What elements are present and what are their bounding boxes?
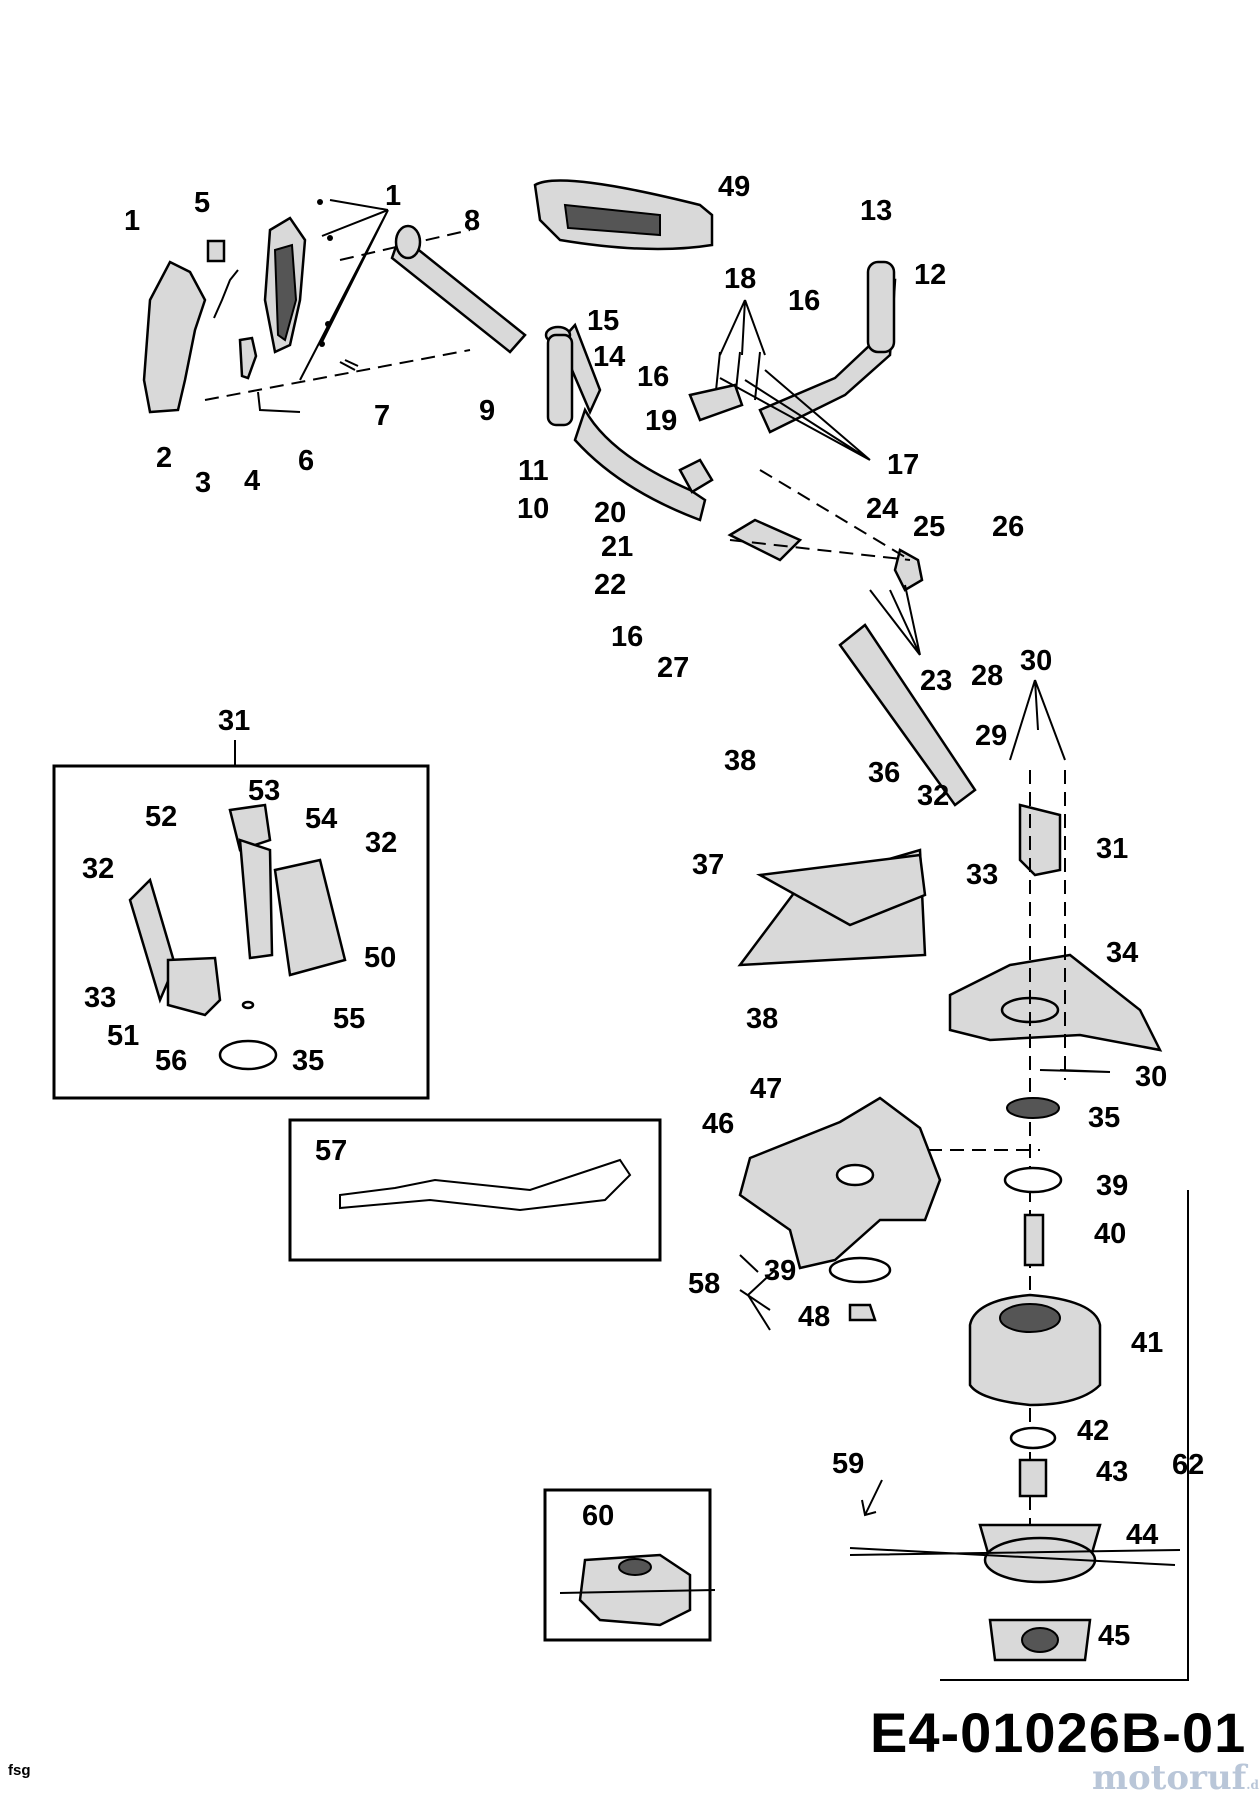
callout-21: 21 [601, 531, 633, 563]
callout-3: 3 [195, 467, 211, 499]
callout-41: 41 [1131, 1327, 1163, 1359]
callout-53: 53 [248, 775, 280, 807]
callout-35-main: 35 [1088, 1102, 1120, 1134]
callout-42: 42 [1077, 1415, 1109, 1447]
inset-gearhead [52, 740, 430, 1100]
callout-49: 49 [718, 171, 750, 203]
callout-27: 27 [657, 652, 689, 684]
callout-15: 15 [587, 305, 619, 337]
callout-44: 44 [1126, 1519, 1158, 1551]
callout-52: 52 [145, 801, 177, 833]
callout-55: 55 [333, 1003, 365, 1035]
callout-34: 34 [1106, 937, 1138, 969]
callout-6: 6 [298, 445, 314, 477]
callout-23: 23 [920, 665, 952, 697]
callout-46: 46 [702, 1108, 734, 1140]
callout-29: 29 [975, 720, 1007, 752]
callout-11: 11 [518, 455, 549, 487]
callout-7: 7 [374, 400, 390, 432]
callout-58: 58 [688, 1268, 720, 1300]
watermark-logo: motoruf.de [1092, 1758, 1259, 1798]
callout-16-top: 16 [788, 285, 820, 317]
callout-43: 43 [1096, 1456, 1128, 1488]
corner-tag: fsg [8, 1762, 31, 1779]
callout-39-left: 39 [764, 1255, 796, 1287]
callout-13: 13 [860, 195, 892, 227]
shaft-assembly-drawing [390, 179, 977, 807]
callout-45: 45 [1098, 1620, 1130, 1652]
leader-lines [299, 199, 1111, 1517]
callout-35-inset: 35 [292, 1045, 324, 1077]
inset-spool-head [543, 1488, 716, 1642]
callout-14: 14 [593, 341, 625, 373]
callout-32-inset-left: 32 [82, 853, 114, 885]
callout-26: 26 [992, 511, 1024, 543]
inset-tool [288, 1118, 662, 1262]
callout-51: 51 [107, 1020, 139, 1052]
callout-18: 18 [724, 263, 756, 295]
callout-9: 9 [479, 395, 495, 427]
callout-17: 17 [887, 449, 919, 481]
callout-48: 48 [798, 1301, 830, 1333]
callout-50: 50 [364, 942, 396, 974]
callout-60: 60 [582, 1500, 614, 1532]
callout-12: 12 [914, 259, 946, 291]
callout-54: 54 [305, 803, 337, 835]
callout-19: 19 [645, 405, 677, 437]
guard-and-head-drawing [737, 770, 1189, 1681]
callout-37: 37 [692, 849, 724, 881]
callout-47: 47 [750, 1073, 782, 1105]
callout-38-top: 38 [724, 745, 756, 777]
callout-4: 4 [244, 465, 260, 497]
document-code: E4-01026B-01 [870, 1701, 1247, 1764]
callout-2: 2 [156, 442, 172, 474]
callout-38-bottom: 38 [746, 1003, 778, 1035]
callout-40: 40 [1094, 1218, 1126, 1250]
callout-33-inset: 33 [84, 982, 116, 1014]
callout-5: 5 [194, 187, 210, 219]
callout-30-top: 30 [1020, 645, 1052, 677]
callout-30-bottom: 30 [1135, 1061, 1167, 1093]
callout-1-left: 1 [124, 205, 140, 237]
callout-36: 36 [868, 757, 900, 789]
callout-10: 10 [517, 493, 549, 525]
callout-20: 20 [594, 497, 626, 529]
callout-16-mid: 16 [637, 361, 669, 393]
callout-56: 56 [155, 1045, 187, 1077]
callout-31-main: 31 [1096, 833, 1128, 865]
callout-32-inset-right: 32 [365, 827, 397, 859]
watermark-name: motoruf [1092, 1758, 1247, 1798]
callout-62: 62 [1172, 1449, 1204, 1481]
callout-16-bottom: 16 [611, 621, 643, 653]
callout-31-inset: 31 [218, 705, 250, 737]
callout-22: 22 [594, 569, 626, 601]
callout-39-right: 39 [1096, 1170, 1128, 1202]
callout-33-main: 33 [966, 859, 998, 891]
callout-57: 57 [315, 1135, 347, 1167]
handle-assembly-drawing [142, 199, 471, 414]
callout-32-main: 32 [917, 780, 949, 812]
callout-8: 8 [464, 205, 480, 237]
callout-labels: 1 1 2 3 4 5 6 7 8 9 10 11 12 13 14 15 16… [82, 171, 1204, 1652]
callout-1-top: 1 [385, 180, 401, 212]
callout-28: 28 [971, 660, 1003, 692]
callout-24: 24 [866, 493, 898, 525]
watermark-tld: .de [1246, 1778, 1259, 1792]
callout-59: 59 [832, 1448, 864, 1480]
callout-25: 25 [913, 511, 945, 543]
